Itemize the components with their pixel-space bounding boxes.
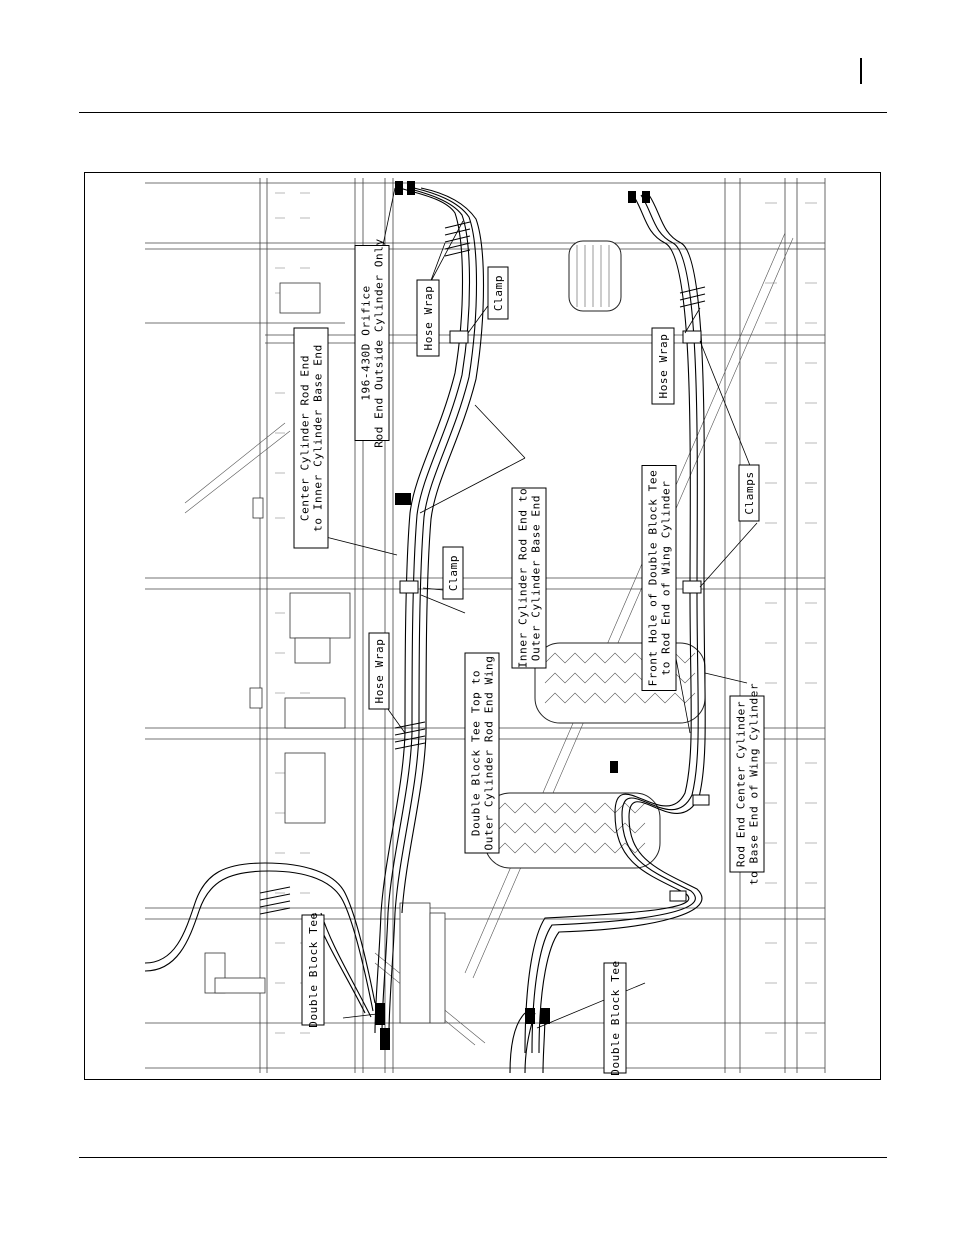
callout-text: Hose Wrap bbox=[422, 285, 435, 350]
callout-text: Double Block Tee bbox=[307, 912, 320, 1028]
callout-box bbox=[641, 465, 677, 691]
frame-rails bbox=[145, 182, 825, 1069]
callout-text: Front Hole of Double Block Tee bbox=[647, 470, 660, 687]
callout-clamp-top: Clamp bbox=[487, 266, 509, 320]
callout-box bbox=[738, 464, 760, 522]
callout-hose-wrap-top: Hose Wrap bbox=[416, 279, 440, 357]
clamps bbox=[399, 330, 710, 902]
callout-text: Inner Cylinder Rod End to bbox=[517, 488, 530, 669]
footer-rule bbox=[79, 1157, 887, 1159]
callout-clamp-mid: Clamp bbox=[442, 546, 464, 600]
callout-text: Clamps bbox=[743, 471, 756, 514]
callout-box bbox=[442, 546, 464, 600]
callout-text: to Base End of Wing Cylinder bbox=[748, 683, 761, 885]
tire-top bbox=[568, 240, 622, 312]
callout-box bbox=[729, 695, 765, 873]
callout-hose-wrap-mid: Hose Wrap bbox=[368, 632, 390, 710]
tine-rows bbox=[275, 192, 817, 1034]
callout-text: to Rod End of Wing Cylinder bbox=[660, 480, 673, 675]
callout-text: Outer Cylinder Base End bbox=[530, 495, 543, 661]
callout-box bbox=[416, 279, 440, 357]
callout-hose-wrap-right: Hose Wrap bbox=[651, 327, 675, 405]
callout-clamps-right: Clamps bbox=[738, 464, 760, 522]
callout-text: Rod End Outside Cylinder Only bbox=[373, 238, 386, 447]
callout-box bbox=[301, 914, 325, 1026]
callout-box bbox=[354, 245, 390, 441]
callout-box bbox=[487, 266, 509, 320]
callout-box bbox=[368, 632, 390, 710]
leader-lines bbox=[309, 187, 758, 1029]
callout-text: Double Block Tee Top to bbox=[470, 670, 483, 836]
callout-box bbox=[651, 327, 675, 405]
callout-text: Outer Cylinder Rod End Wing bbox=[483, 655, 496, 850]
callout-box bbox=[603, 962, 627, 1074]
callout-text: Center Cylinder Rod End bbox=[299, 355, 312, 521]
page-marker-bar bbox=[860, 58, 862, 84]
header-rule bbox=[79, 112, 887, 114]
tire-middle bbox=[534, 642, 706, 724]
callout-text: Double Block Tee bbox=[609, 960, 622, 1076]
callout-box bbox=[464, 652, 500, 854]
callout-text: Clamp bbox=[447, 555, 460, 591]
brackets bbox=[204, 282, 446, 1024]
callout-double-block-tee-left: Double Block Tee bbox=[301, 912, 325, 1028]
tire-lower bbox=[484, 792, 661, 869]
callout-text: Hose Wrap bbox=[373, 638, 386, 703]
callout-text: Clamp bbox=[492, 275, 505, 311]
callout-text: to Inner Cylinder Base End bbox=[312, 344, 325, 532]
hoses-upper-run bbox=[374, 187, 485, 1034]
callout-double-block-tee-bottom: Double Block Tee bbox=[603, 960, 627, 1076]
hoses-lower-run bbox=[524, 194, 706, 1054]
callout-box bbox=[511, 487, 547, 669]
callout-text: Rod End Center Cylinder bbox=[735, 701, 748, 867]
callout-text: Hose Wrap bbox=[657, 333, 670, 398]
callout-box bbox=[293, 327, 329, 549]
callout-text: 196-430D Orifice bbox=[360, 285, 373, 401]
fittings bbox=[375, 181, 650, 1050]
